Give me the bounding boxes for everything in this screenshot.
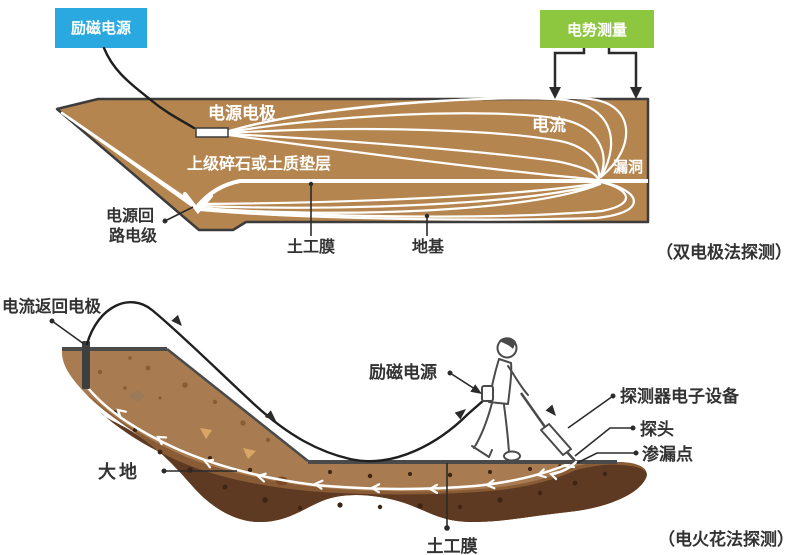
probe-leader: [574, 427, 633, 457]
slope-layer-lines: [60, 111, 200, 212]
probe-arrow-left: [549, 87, 561, 99]
label-leak-hole: 漏洞: [613, 159, 643, 176]
label-excitation-bottom: 励磁电源: [369, 362, 437, 382]
label-foundation: 地基: [412, 237, 445, 256]
return-electrode-wedge: [183, 192, 213, 215]
geomembrane-leader-dot-bottom: [444, 525, 450, 531]
operator-cap: [499, 337, 516, 349]
probe-tip: [566, 451, 577, 463]
excitation-power-box-label: 励磁电源: [71, 19, 131, 37]
label-earth: 大地: [98, 461, 140, 482]
operator-figure: [471, 337, 577, 463]
measurement-probe-lines: [553, 48, 638, 88]
label-return-electrode-line1: 电源回: [106, 206, 154, 225]
current-flow-lines-upper: [227, 96, 628, 182]
geomembrane-line-top: [195, 179, 648, 209]
label-probe: 探头: [640, 419, 674, 439]
return-electrode-leader-bottom: [51, 320, 85, 345]
top-diagram: 励磁电源 电势测量 电源电极 电流 上级碎石或土质垫层 漏洞 电源回 路电级 土…: [55, 8, 792, 262]
leak-entry-arrow: [548, 470, 560, 481]
wire-direction-arrows: [171, 314, 556, 421]
label-detector: 探测器电子设备: [620, 386, 740, 406]
label-cushion: 上级碎石或土质垫层: [187, 154, 331, 173]
walker-wire: [85, 301, 486, 463]
operator-power-pack: [481, 385, 494, 402]
operator-front-shoe: [471, 445, 493, 458]
operator-front-leg: [473, 402, 493, 449]
operator-back-shoe: [503, 450, 521, 462]
label-leak-point: 渗漏点: [642, 444, 693, 464]
excitation-wire: [102, 46, 196, 130]
excitation-power-box: [55, 8, 147, 48]
caption-dual-electrode: （双电极法探测）: [656, 242, 792, 262]
label-current-return-electrode: 电流返回电极: [2, 296, 102, 316]
bottom-diagram: 电流返回电极 励磁电源 探测器电子设备 探头 渗漏点 大地 土工膜 （电火花法探…: [2, 296, 794, 555]
operator-back-leg: [503, 404, 510, 453]
probe-arrow-right: [630, 87, 642, 99]
return-electrode-stake: [82, 341, 90, 389]
label-current: 电流: [532, 115, 566, 135]
return-electrode-leader: [164, 206, 194, 222]
potential-measurement-box-label: 电势测量: [567, 21, 627, 39]
label-return-electrode-line2: 路电级: [109, 226, 158, 245]
excitation-leader-arrow: [470, 384, 482, 394]
label-geomembrane-top: 土工膜: [287, 237, 335, 256]
potential-measurement-box: [540, 10, 654, 48]
mound-slope-line: [166, 348, 309, 462]
label-power-electrode: 电源电极: [208, 103, 276, 123]
probe-electronics-cylinder: [540, 423, 572, 456]
detector-leader: [567, 395, 614, 429]
caption-electric-spark: （电火花法探测）: [658, 529, 794, 549]
soil-speckles: [97, 356, 271, 443]
leak-point-leader: [576, 452, 636, 464]
soil-dark: [100, 412, 647, 523]
label-geomembrane-bottom: 土工膜: [427, 536, 478, 555]
current-flow-lines-lower: [196, 180, 635, 221]
operator-arm: [507, 365, 529, 396]
probe-stick: [519, 392, 547, 428]
power-electrode: [195, 127, 229, 138]
